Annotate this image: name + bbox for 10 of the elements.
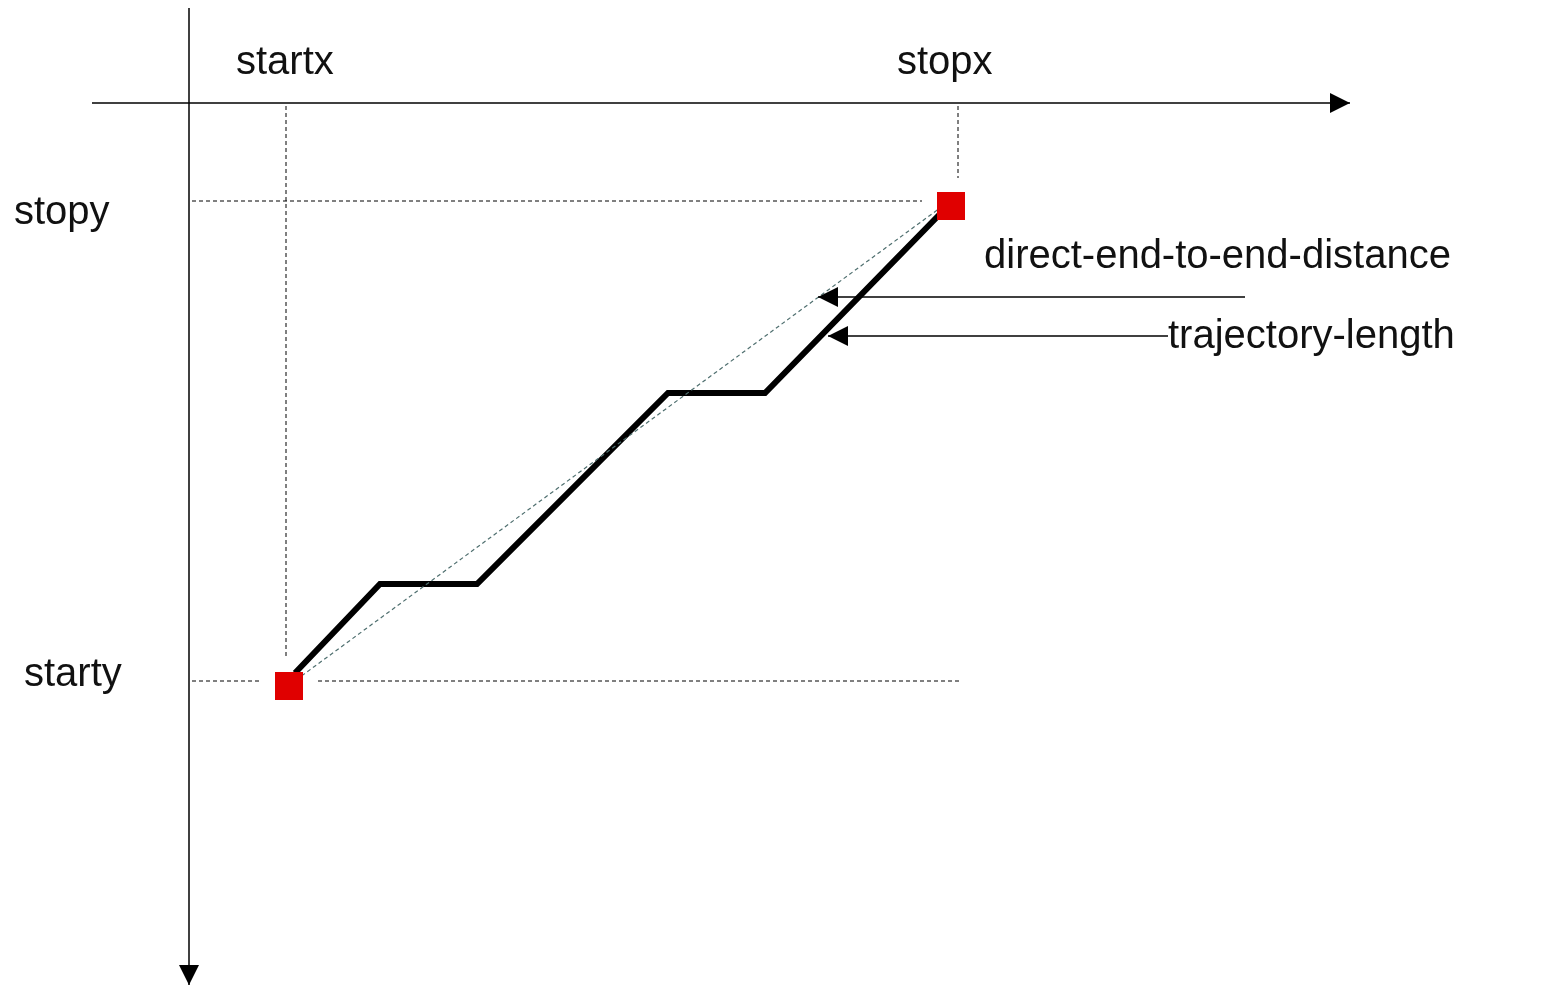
leader-arrow <box>827 326 1169 346</box>
endpoint-square <box>275 672 303 700</box>
axis-tick-label: stopx <box>897 38 993 82</box>
endpoint-square <box>937 192 965 220</box>
axis-tick-label: starty <box>24 650 122 694</box>
axis-tick-label: stopy <box>14 188 110 232</box>
label-text: trajectory-length <box>1168 312 1513 360</box>
leader-arrow <box>817 287 1246 307</box>
axis-tick-label: startx <box>236 38 334 82</box>
label-text: direct-end-to-end-distance <box>984 232 1544 298</box>
